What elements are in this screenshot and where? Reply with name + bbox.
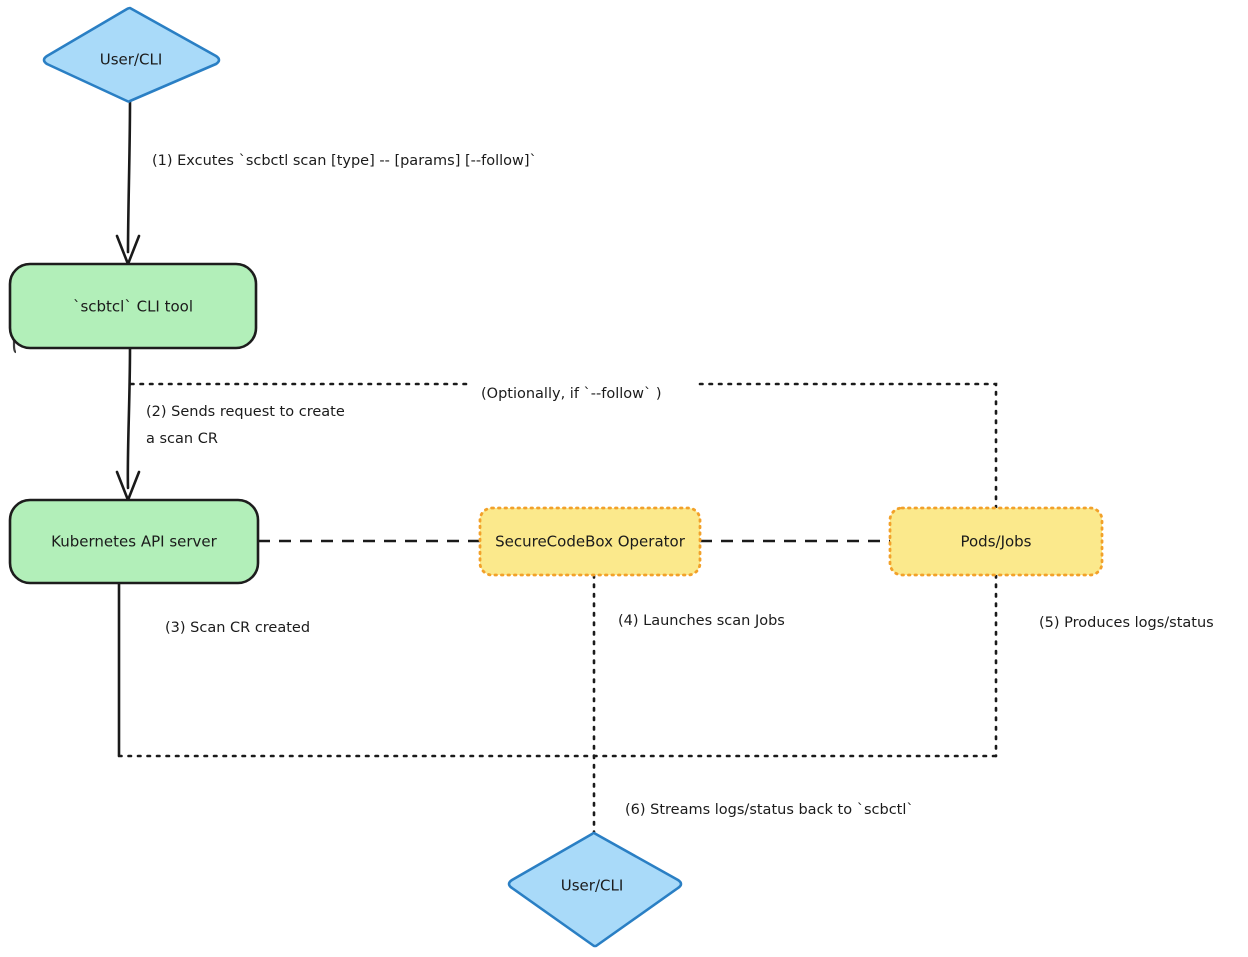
edge-label-step-3: (3) Scan CR created (165, 620, 310, 636)
edge-label-step-2-line-1: (2) Sends request to create (146, 404, 345, 420)
edge-follow-optional (129, 382, 998, 510)
node-kubernetes-api-server-shape (8, 498, 260, 585)
node-pods-jobs[interactable]: Pods/Jobs (888, 506, 1104, 577)
edge-label-optionally-follow: (Optionally, if `--follow` ) (481, 386, 662, 402)
node-user-cli-bottom[interactable]: User/CLI (507, 831, 683, 948)
node-user-cli-top-shape (42, 6, 221, 103)
edge-label-step-2-line-2: a scan CR (146, 431, 218, 447)
node-user-cli-bottom-label: User/CLI (561, 877, 624, 895)
node-securecodebox-operator-label: SecureCodeBox Operator (495, 533, 686, 551)
node-kubernetes-api-server-label: Kubernetes API server (51, 533, 217, 551)
node-pods-jobs-label: Pods/Jobs (960, 533, 1031, 551)
node-kubernetes-api-server[interactable]: Kubernetes API server (8, 498, 260, 585)
edge-1-user-to-cli-tool (115, 99, 141, 266)
edge-1-line (126, 99, 132, 254)
node-scbtcl-cli-tool[interactable]: `scbtcl` CLI tool (8, 262, 258, 354)
node-scbtcl-sketch-accent (12, 282, 17, 354)
node-securecodebox-operator-shape (478, 506, 702, 577)
node-user-cli-top[interactable]: User/CLI (42, 6, 221, 103)
edge-label-step-5: (5) Produces logs/status (1039, 615, 1214, 631)
edge-label-step-4: (4) Launches scan Jobs (618, 613, 785, 629)
node-scbtcl-cli-tool-shape (8, 262, 258, 350)
edge-2-cli-tool-to-api-server (115, 346, 141, 502)
edge-label-step-1: (1) Excutes `scbctl scan [type] -- [para… (152, 153, 537, 169)
edge-2-line (126, 346, 132, 490)
node-pods-jobs-shape (888, 506, 1104, 577)
edge-3-api-server-to-user-cli (117, 581, 998, 758)
edge-follow-right-segment (698, 382, 998, 510)
node-user-cli-bottom-shape (507, 831, 683, 948)
node-user-cli-top-label: User/CLI (100, 51, 163, 69)
node-scbtcl-cli-tool-label: `scbtcl` CLI tool (73, 298, 193, 316)
edge-label-step-6: (6) Streams logs/status back to `scbctl` (625, 802, 914, 818)
node-securecodebox-operator[interactable]: SecureCodeBox Operator (478, 506, 702, 577)
